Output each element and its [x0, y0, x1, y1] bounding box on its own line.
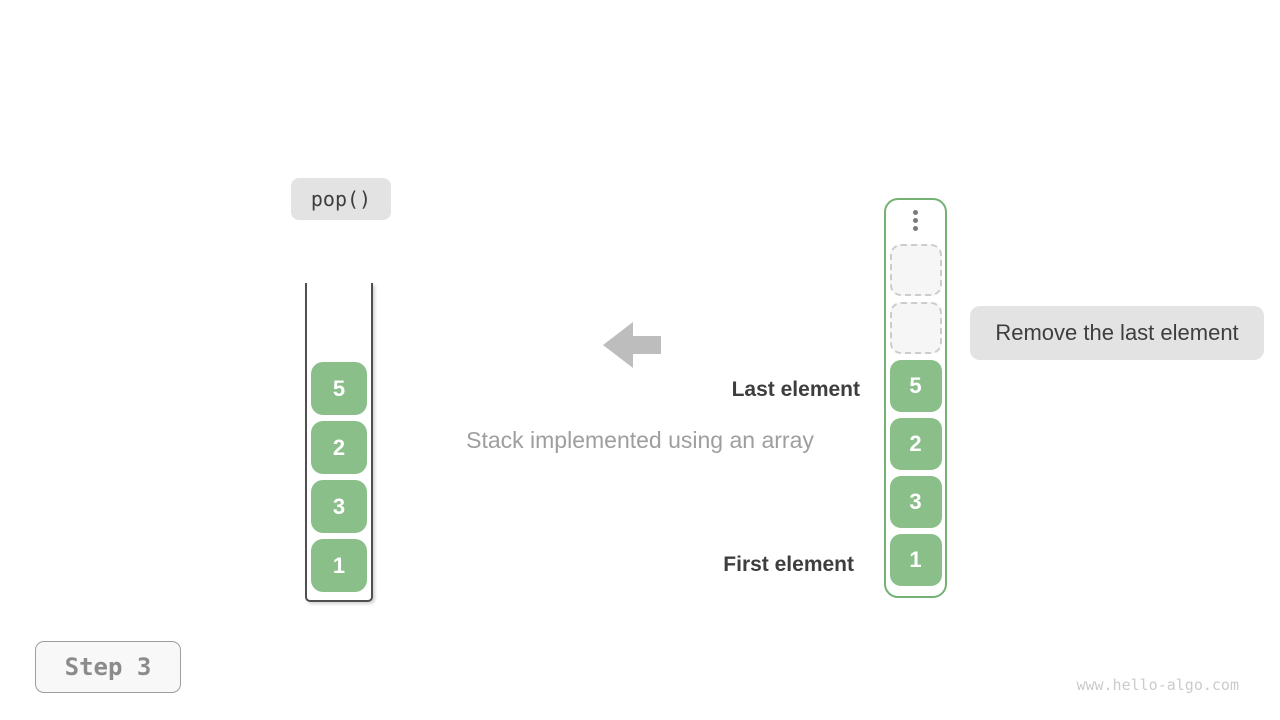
stack-container: 5 2 3 1: [305, 283, 373, 602]
vertical-ellipsis-icon: [913, 210, 918, 231]
empty-slot: [889, 244, 942, 296]
empty-slot: [889, 302, 942, 354]
array-cell: 3: [889, 476, 942, 528]
array-cell: 2: [889, 418, 942, 470]
array-cell: 5: [889, 360, 942, 412]
last-element-label: Last element: [731, 378, 860, 401]
stack-cell: 2: [311, 421, 367, 474]
first-element-label: First element: [723, 553, 854, 576]
stack-cell: 3: [311, 480, 367, 533]
pop-operation-label: pop(): [291, 178, 391, 220]
remove-note-badge: Remove the last element: [970, 306, 1264, 360]
array-container: 5 2 3 1: [884, 198, 947, 598]
step-badge: Step 3: [35, 641, 181, 693]
arrow-left-icon: [603, 322, 661, 368]
array-cell: 1: [889, 534, 942, 586]
stack-cell: 5: [311, 362, 367, 415]
array-slots: 5 2 3 1: [889, 244, 942, 586]
stack-cell: 1: [311, 539, 367, 592]
diagram-caption: Stack implemented using an array: [466, 427, 814, 453]
watermark-text: www.hello-algo.com: [1076, 676, 1239, 694]
